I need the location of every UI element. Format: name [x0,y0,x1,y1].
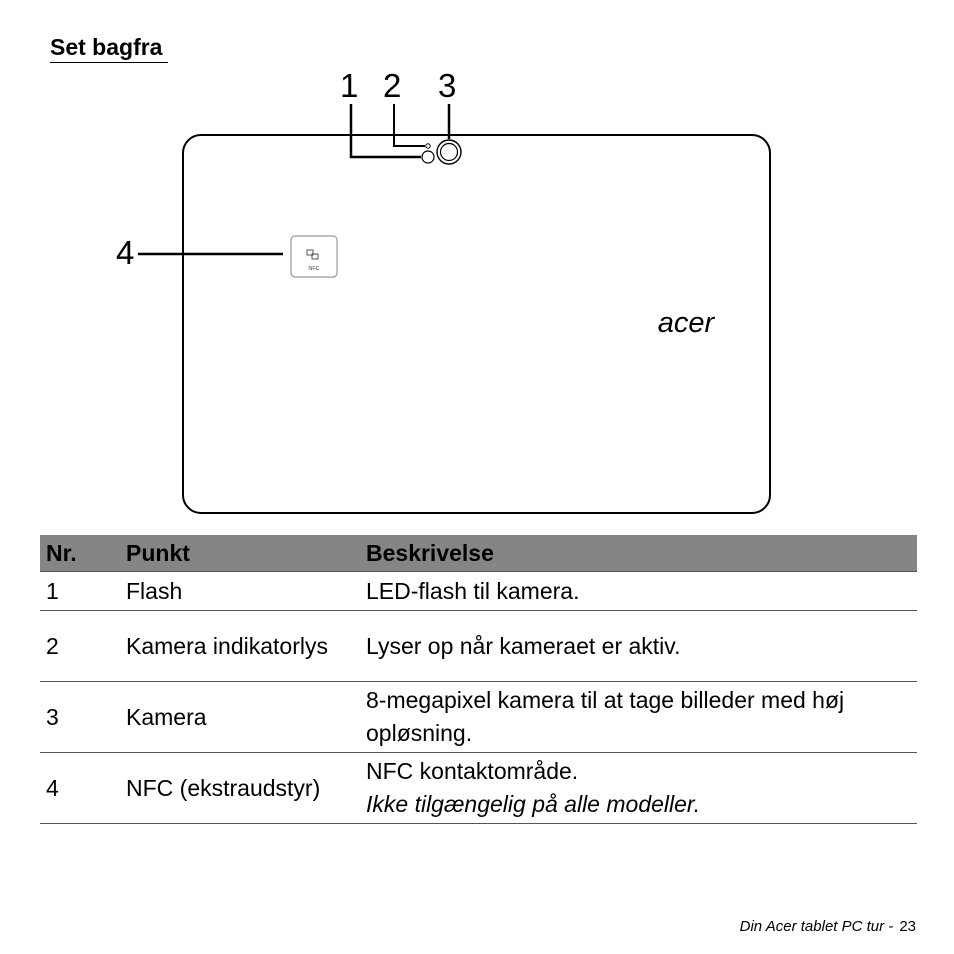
row-nr: 2 [40,610,120,682]
nfc-pad [290,235,338,278]
camera-lens-icon [439,142,459,162]
tablet-back-illustration: NFC acer [138,104,771,514]
flash-icon [421,150,435,164]
page-footer: Din Acer tablet PC tur - 23 [740,918,916,935]
footer-text: Din Acer tablet PC tur - [739,918,894,935]
table-row: 3 Kamera 8-megapixel kamera til at tage … [40,681,917,753]
table-row: 4 NFC (ekstraudstyr) NFC kontaktområde. … [40,752,917,824]
nfc-icon [306,249,319,260]
tablet-body [182,134,771,514]
row-item: Kamera [120,681,360,753]
callout-1: 1 [340,67,359,104]
acer-logo: acer [658,307,716,339]
header-description: Beskrivelse [360,535,917,572]
row-description-cell: NFC kontaktområde. Ikke tilgængelig på a… [360,752,917,824]
nfc-label: NFC [308,266,319,272]
tablet-back-figure: NFC acer [0,60,954,530]
callout-2: 2 [383,67,402,104]
callout-line-1 [349,104,421,159]
callout-3: 3 [438,67,457,104]
indicator-light-icon [425,143,431,149]
row-description: 8-megapixel kamera til at tage billeder … [360,681,917,753]
section-title: Set bagfra [50,33,169,63]
row-note: Ikke tilgængelig på alle modeller. [366,791,701,817]
header-nr: Nr. [40,535,120,572]
callout-line-2 [393,104,425,147]
row-item: NFC (ekstraudstyr) [120,752,360,824]
callout-4: 4 [116,234,135,271]
row-description: NFC kontaktområde. [366,758,579,784]
header-item: Punkt [120,535,360,572]
row-item: Kamera indikatorlys [120,610,360,682]
row-nr: 4 [40,752,120,824]
table-row: 1 Flash LED-flash til kamera. [40,571,917,611]
table-header-row: Nr. Punkt Beskrivelse [40,535,917,572]
row-item: Flash [120,571,360,611]
table-row: 2 Kamera indikatorlys Lyser op når kamer… [40,610,917,682]
row-description: Lyser op når kameraet er aktiv. [360,610,917,682]
row-description: LED-flash til kamera. [360,571,917,611]
page-number: 23 [899,918,916,935]
spec-table: Nr. Punkt Beskrivelse 1 Flash LED-flash … [40,535,917,824]
row-nr: 3 [40,681,120,753]
row-nr: 1 [40,571,120,611]
